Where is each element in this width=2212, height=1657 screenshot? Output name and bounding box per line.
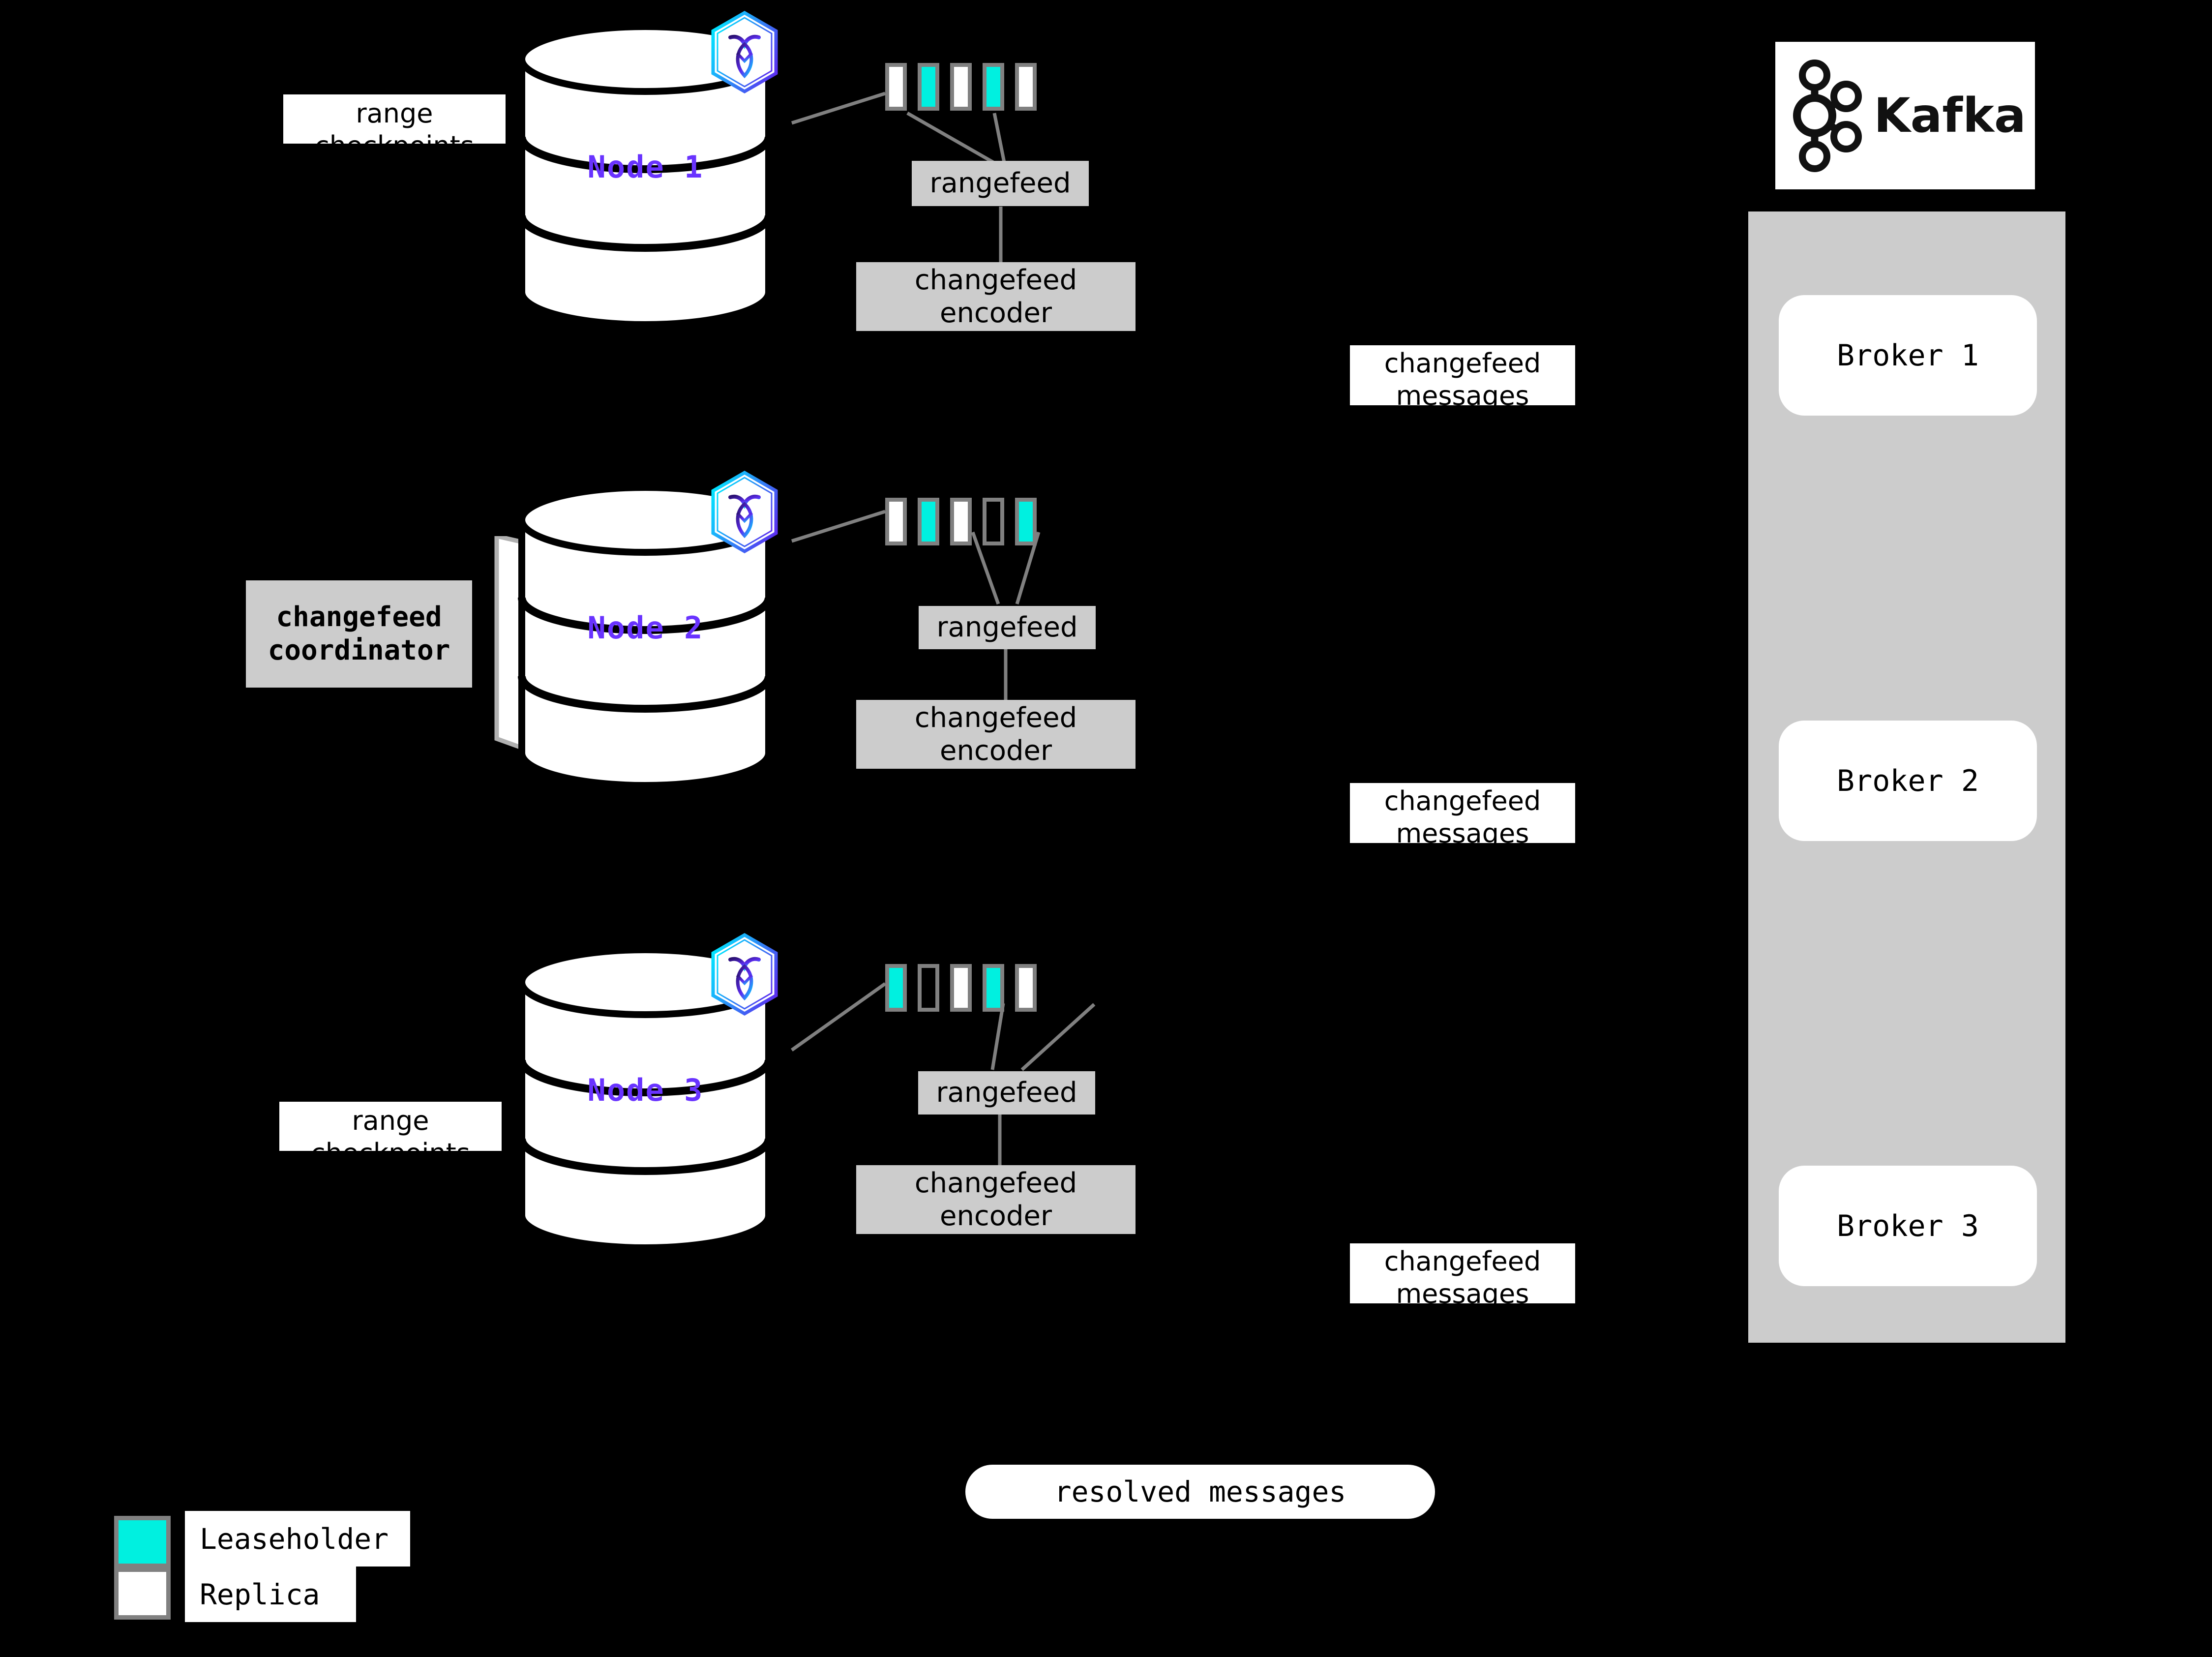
changefeed-coordinator-box[interactable]: changefeed coordinator bbox=[246, 580, 472, 688]
cockroachdb-logo bbox=[711, 470, 778, 554]
label-line-1: changefeed bbox=[1384, 785, 1541, 816]
coordinator-label-line-2: coordinator bbox=[268, 634, 450, 666]
kafka-cluster-panel: Broker 1 Broker 2 Broker 3 bbox=[1748, 211, 2065, 1343]
range-box bbox=[885, 964, 907, 1012]
node2-changefeed-encoder-box[interactable]: changefeed encoder bbox=[856, 700, 1136, 769]
node1-database-cylinder: Node 1 bbox=[514, 24, 777, 328]
node3-database-cylinder: Node 3 bbox=[514, 947, 777, 1251]
cockroachdb-logo bbox=[711, 10, 778, 94]
coordinator-label-line-1: changefeed bbox=[276, 601, 442, 633]
range-box bbox=[950, 63, 972, 111]
label-line-1: changefeed bbox=[1384, 348, 1541, 379]
range-box bbox=[885, 498, 907, 545]
legend-label-replica: Replica bbox=[185, 1567, 356, 1622]
range-box bbox=[983, 964, 1004, 1012]
node3-range-row bbox=[885, 964, 1047, 1012]
range-box bbox=[1015, 964, 1037, 1012]
node3-label: Node 3 bbox=[587, 1072, 704, 1108]
broker-label: Broker 3 bbox=[1837, 1208, 1979, 1243]
node3-range-checkpoints-label: range checkpoints bbox=[279, 1102, 502, 1169]
legend-swatch-replica bbox=[114, 1567, 171, 1620]
legend-label-leaseholder: Leaseholder bbox=[185, 1511, 410, 1567]
range-box bbox=[885, 63, 907, 111]
label-line-2: checkpoints bbox=[311, 1137, 470, 1169]
encoder-label-line-2: encoder bbox=[939, 735, 1052, 767]
node1-changefeed-encoder-box[interactable]: changefeed encoder bbox=[856, 262, 1136, 331]
range-box bbox=[918, 964, 939, 1012]
label-line-1: changefeed bbox=[1384, 1246, 1541, 1277]
range-box bbox=[950, 964, 972, 1012]
changefeed-messages-label-2: changefeed messages bbox=[1350, 783, 1575, 849]
encoder-label-line-2: encoder bbox=[939, 1200, 1052, 1232]
label-line-2: messages bbox=[1396, 380, 1529, 411]
changefeed-messages-label-1: changefeed messages bbox=[1350, 345, 1575, 411]
range-box bbox=[983, 63, 1004, 111]
node2-label: Node 2 bbox=[587, 610, 704, 646]
node3-rangefeed-box[interactable]: rangefeed bbox=[918, 1071, 1095, 1115]
label-line-2: checkpoints bbox=[315, 130, 474, 161]
label-line-1: range bbox=[356, 98, 433, 129]
broker-label: Broker 1 bbox=[1837, 338, 1979, 373]
encoder-label-line-2: encoder bbox=[939, 297, 1052, 329]
range-box bbox=[1015, 63, 1037, 111]
label-line-2: messages bbox=[1396, 1278, 1529, 1309]
resolved-messages-pill: resolved messages bbox=[965, 1465, 1435, 1519]
resolved-messages-label: resolved messages bbox=[1054, 1475, 1346, 1508]
node1-label: Node 1 bbox=[587, 149, 704, 185]
kafka-wordmark: Kafka bbox=[1874, 88, 2026, 143]
node2-range-row bbox=[885, 498, 1047, 545]
node1-range-checkpoints-label: range checkpoints bbox=[283, 94, 506, 161]
changefeed-messages-label-3: changefeed messages bbox=[1350, 1243, 1575, 1309]
encoder-label-line-1: changefeed bbox=[914, 701, 1077, 734]
range-box bbox=[918, 63, 939, 111]
kafka-logo-icon bbox=[1793, 60, 1862, 172]
node1-range-row bbox=[885, 63, 1047, 111]
encoder-label-line-1: changefeed bbox=[914, 264, 1077, 296]
broker-label: Broker 2 bbox=[1837, 763, 1979, 798]
node2-database-cylinder: Node 2 bbox=[514, 484, 777, 788]
rangefeed-label: rangefeed bbox=[936, 611, 1078, 644]
range-box bbox=[983, 498, 1004, 545]
encoder-label-line-1: changefeed bbox=[914, 1167, 1077, 1199]
cockroachdb-logo bbox=[711, 933, 778, 1016]
node3-changefeed-encoder-box[interactable]: changefeed encoder bbox=[856, 1165, 1136, 1234]
node2-rangefeed-box[interactable]: rangefeed bbox=[919, 606, 1096, 649]
rangefeed-label: rangefeed bbox=[929, 167, 1071, 200]
broker-2[interactable]: Broker 2 bbox=[1779, 721, 2037, 841]
node1-rangefeed-box[interactable]: rangefeed bbox=[912, 161, 1089, 206]
broker-1[interactable]: Broker 1 bbox=[1779, 295, 2037, 416]
label-line-1: range bbox=[352, 1105, 429, 1136]
rangefeed-label: rangefeed bbox=[936, 1077, 1077, 1109]
range-box bbox=[918, 498, 939, 545]
kafka-inbound-arrow-icon bbox=[2056, 334, 2081, 350]
legend-swatch-leaseholder bbox=[114, 1516, 171, 1568]
kafka-logo-card: Kafka bbox=[1775, 42, 2035, 189]
legend-label-text: Leaseholder bbox=[200, 1522, 389, 1556]
broker-3[interactable]: Broker 3 bbox=[1779, 1166, 2037, 1286]
range-box bbox=[1015, 498, 1037, 545]
legend-label-text: Replica bbox=[200, 1577, 320, 1611]
label-line-2: messages bbox=[1396, 817, 1529, 849]
range-box bbox=[950, 498, 972, 545]
